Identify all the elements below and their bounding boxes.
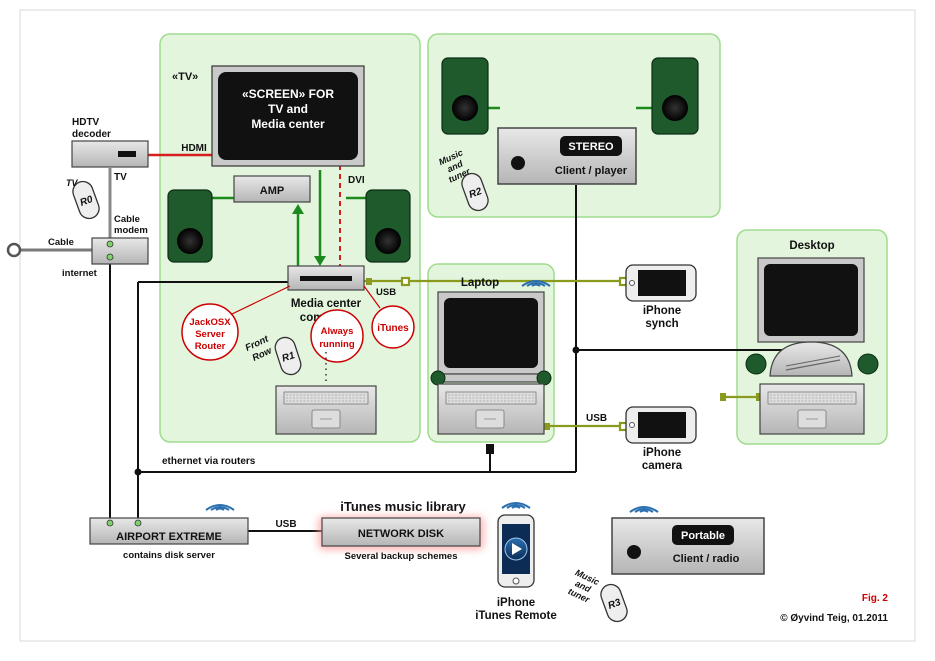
hdtv-tv-label: TV	[114, 172, 127, 183]
airport-title: AIRPORT EXTREME	[116, 531, 222, 543]
bubble2-line1: Always	[321, 326, 354, 337]
screen-text-line3: Media center	[251, 117, 325, 131]
speaker-cone	[375, 228, 401, 254]
stereo-title-badge	[560, 136, 622, 156]
junction-dot	[134, 468, 142, 476]
remote-r0: R0	[72, 180, 100, 220]
remote-r3-label: R3	[607, 597, 623, 612]
figure-credit: © Øyvind Teig, 01.2011	[780, 613, 888, 624]
usb-port	[756, 393, 762, 401]
screen-text-line2: TV and	[268, 102, 308, 116]
dvi-label: DVI	[348, 175, 365, 186]
amp-label: AMP	[260, 185, 284, 197]
cable-label: Cable	[48, 237, 74, 248]
hdtv-decoder	[71, 140, 149, 168]
bubble3-label: iTunes	[377, 323, 409, 334]
iphone-camera-line2: camera	[642, 460, 683, 472]
hdmi-label: HDMI	[181, 143, 207, 154]
ethernet-label: ethernet via routers	[162, 456, 256, 467]
speaker-cone	[452, 95, 478, 121]
desktop-computer	[745, 257, 879, 435]
usb-port	[366, 278, 372, 285]
bubble2-line2: running	[319, 339, 355, 350]
remote-r0-caption: TV	[66, 178, 78, 188]
airport-led	[134, 519, 142, 527]
remote-r1: R1	[274, 336, 302, 376]
modem-led	[106, 240, 114, 248]
airport-usb-label: USB	[275, 519, 296, 530]
speaker-cone	[177, 228, 203, 254]
tv-label: «TV»	[172, 71, 198, 83]
stereo-knob	[511, 156, 525, 170]
iphone-camera	[625, 406, 697, 444]
media-keyboard	[275, 385, 377, 435]
portable-knob	[627, 545, 641, 559]
figure-label: Fig. 2	[862, 593, 889, 604]
wifi-icon	[501, 502, 531, 509]
speaker-cone	[662, 95, 688, 121]
jackosx-bubble: JackOSX Server Router	[181, 285, 291, 361]
airport-extreme	[89, 517, 249, 545]
laptop	[430, 291, 552, 435]
remote-r0-label: R0	[79, 194, 95, 209]
remote-r2: R2	[461, 172, 489, 212]
network-disk	[321, 517, 481, 547]
internet-label: internet	[62, 268, 98, 279]
iphone-remote	[497, 514, 535, 588]
ethernet-cables	[109, 185, 790, 532]
usb-port	[544, 423, 550, 430]
stereo-subtitle: Client / player	[555, 165, 628, 177]
bubble1-line3: Router	[195, 341, 226, 352]
usb-port	[720, 393, 726, 401]
bubble1-line2: Server	[195, 329, 225, 340]
portable-title: Portable	[681, 530, 725, 542]
bubble1-line1: JackOSX	[189, 317, 231, 328]
media-center-label-line1: Media center	[291, 298, 362, 310]
wifi-icon	[521, 280, 551, 287]
modem-led	[106, 253, 114, 261]
desktop-label: Desktop	[789, 240, 834, 252]
audio-video-arrows	[292, 170, 326, 266]
junction-dot	[572, 346, 580, 354]
wifi-icon	[629, 506, 659, 513]
remote-r1-label: R1	[281, 350, 297, 365]
tv-screen	[218, 72, 358, 160]
remote-r3: R3	[600, 583, 628, 623]
iphone-synch-line2: synch	[645, 318, 678, 330]
hdtv-port	[118, 151, 136, 157]
media-usb-label: USB	[376, 287, 396, 298]
hdtv-label-line2: decoder	[72, 129, 111, 140]
media-center-slot	[300, 276, 352, 281]
modem-label-line1: Cable	[114, 214, 140, 225]
iphone-synch	[625, 264, 697, 302]
portable-subtitle: Client / radio	[673, 553, 740, 565]
amp-box	[233, 175, 311, 203]
iphone-synch-line1: iPhone	[643, 305, 681, 317]
iphone-camera-line1: iPhone	[643, 447, 681, 459]
laptop-label: Laptop	[461, 277, 499, 289]
airport-led	[106, 519, 114, 527]
airport-subtitle: contains disk server	[123, 550, 215, 561]
library-subtitle: Several backup schemes	[344, 551, 457, 562]
screen-text-line1: «SCREEN» FOR	[242, 87, 334, 101]
hdtv-label-line1: HDTV	[72, 117, 100, 128]
portable-title-badge	[672, 525, 734, 545]
always-running-bubble: Always running	[310, 309, 364, 363]
wifi-icon	[205, 504, 235, 511]
network-disk-label: NETWORK DISK	[358, 528, 444, 540]
coax-connector	[6, 242, 22, 258]
iphone-remote-line1: iPhone	[497, 597, 535, 609]
iphone-remote-line2: iTunes Remote	[475, 610, 557, 622]
laptop-eth-port	[486, 444, 494, 454]
library-title: iTunes music library	[340, 499, 466, 514]
modem-label-line2: modem	[114, 225, 148, 236]
stereo-title: STEREO	[568, 141, 614, 153]
cable-modem	[91, 237, 149, 265]
usb-cables	[364, 276, 760, 432]
iphone-camera-usb: USB	[586, 413, 607, 424]
remote-r2-label: R2	[468, 186, 484, 201]
itunes-bubble: iTunes	[363, 285, 415, 349]
